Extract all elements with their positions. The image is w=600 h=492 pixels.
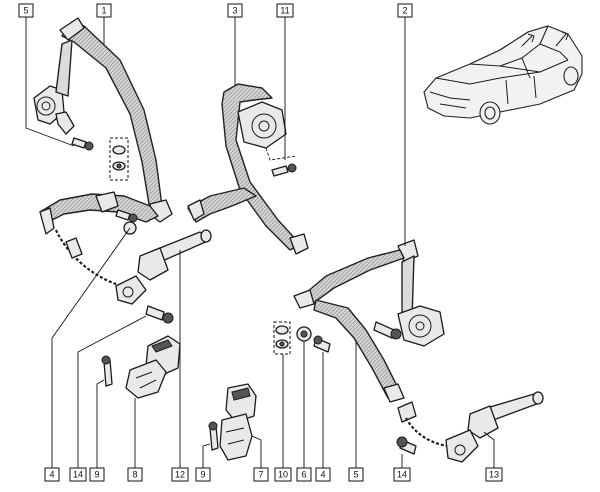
car-illustration [423,25,583,125]
callout-4-right: 4 [315,467,331,482]
svg-text:12: 12 [175,470,185,480]
svg-text:9: 9 [200,470,205,480]
callout-2: 2 [397,3,413,18]
svg-text:2: 2 [402,6,407,16]
buckle-stalk-13 [397,391,544,463]
svg-text:9: 9 [94,470,99,480]
svg-text:1: 1 [101,6,106,16]
callout-13: 13 [485,467,503,482]
svg-text:13: 13 [489,470,499,480]
callout-7: 7 [253,467,269,482]
callout-12: 12 [171,467,189,482]
callout-5-bottom: 5 [348,467,364,482]
bolt-11 [265,147,297,177]
bolt-5 [71,137,94,151]
buckle-stalk-12 [115,229,212,305]
belt-2 [293,239,445,403]
buckle-7 [208,383,257,461]
retractor-5 [33,39,75,135]
bolt-14-left [145,305,174,324]
svg-text:3: 3 [232,6,237,16]
svg-text:14: 14 [397,470,407,480]
svg-text:5: 5 [23,6,28,16]
callout-5-top: 5 [18,3,34,18]
callout-14-right: 14 [393,467,411,482]
svg-text:10: 10 [278,470,288,480]
bolt-left-mount [115,209,138,235]
buckle-8 [101,335,181,399]
svg-text:4: 4 [320,470,325,480]
callout-1: 1 [96,3,112,18]
callout-4-left: 4 [44,467,60,482]
callout-6: 6 [296,467,312,482]
svg-text:8: 8 [132,470,137,480]
callout-9-left: 9 [89,467,105,482]
leader-lines [25,17,495,468]
callout-3: 3 [227,3,243,18]
nut-set-left [109,137,129,181]
belt-3 [187,83,309,255]
nut-set-right [273,321,331,355]
callout-8: 8 [127,467,143,482]
belt-1 [59,17,173,223]
bolt-14-right [396,436,417,455]
callout-9-centre: 9 [195,467,211,482]
svg-text:7: 7 [258,470,263,480]
callout-10: 10 [274,467,292,482]
svg-text:5: 5 [353,470,358,480]
callout-14-left: 14 [69,467,87,482]
svg-text:4: 4 [49,470,54,480]
svg-text:6: 6 [301,470,306,480]
svg-text:14: 14 [73,470,83,480]
bolt-right-anchor [373,321,402,340]
svg-text:11: 11 [280,6,289,16]
callout-11: 11 [276,3,294,18]
